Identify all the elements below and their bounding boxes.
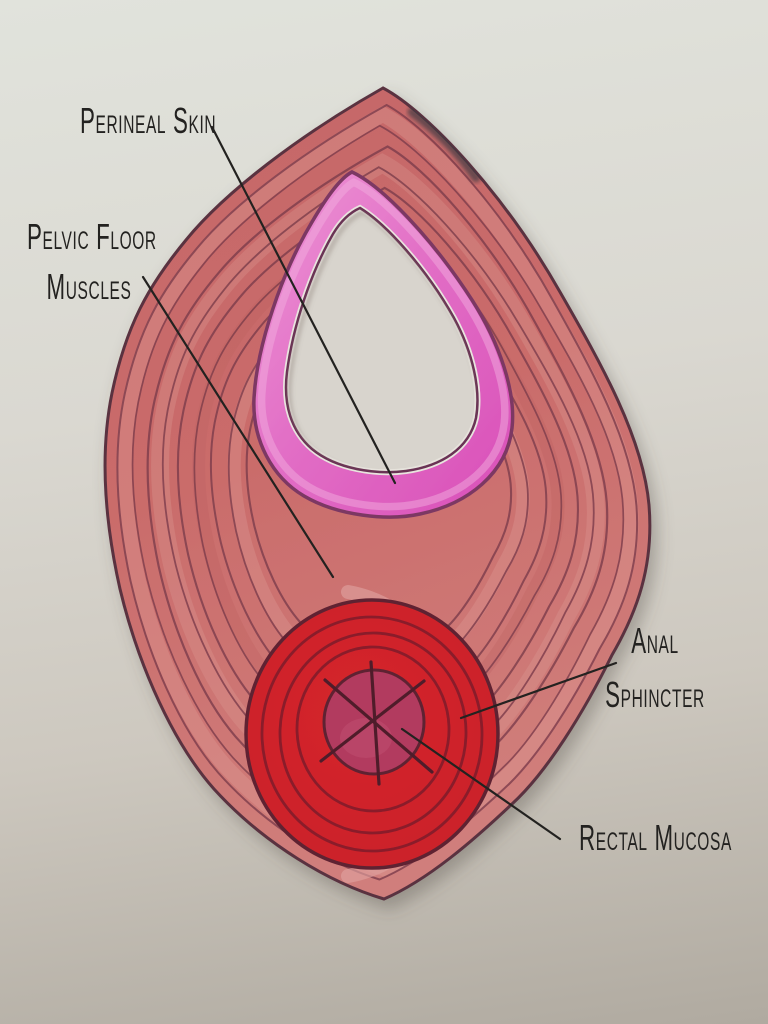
leader-lines [141,125,618,841]
label-perineal-skin: Perineal Skin [80,100,217,141]
label-pelvic-floor-line2: Muscles [46,266,132,307]
label-pelvic-floor-muscles: Pelvic Floor Muscles [27,212,157,312]
apex-shadow-smudge [407,107,481,183]
leader-perineal-skin [210,125,397,485]
mucosa-asterisk [319,660,434,786]
rectal-mucosa-highlight [340,718,392,758]
sphincter-rings [260,615,484,853]
perineal-skin-band-highlight [257,178,509,511]
label-rectal-mucosa: Rectal Mucosa [579,817,732,858]
label-pelvic-floor-line1: Pelvic Floor [27,216,157,257]
leader-anal-sphincter [459,661,618,720]
leader-pelvic-floor-muscles [141,275,335,579]
label-anal-sphincter-line2: Sphincter [605,674,705,715]
label-perineal-skin-text: Perineal Skin [80,100,217,141]
label-anal-sphincter-line1: Anal [631,620,679,661]
leader-rectal-mucosa [400,727,562,841]
label-anal-sphincter: Anal Sphincter [593,614,717,722]
label-rectal-mucosa-text: Rectal Mucosa [579,817,732,858]
